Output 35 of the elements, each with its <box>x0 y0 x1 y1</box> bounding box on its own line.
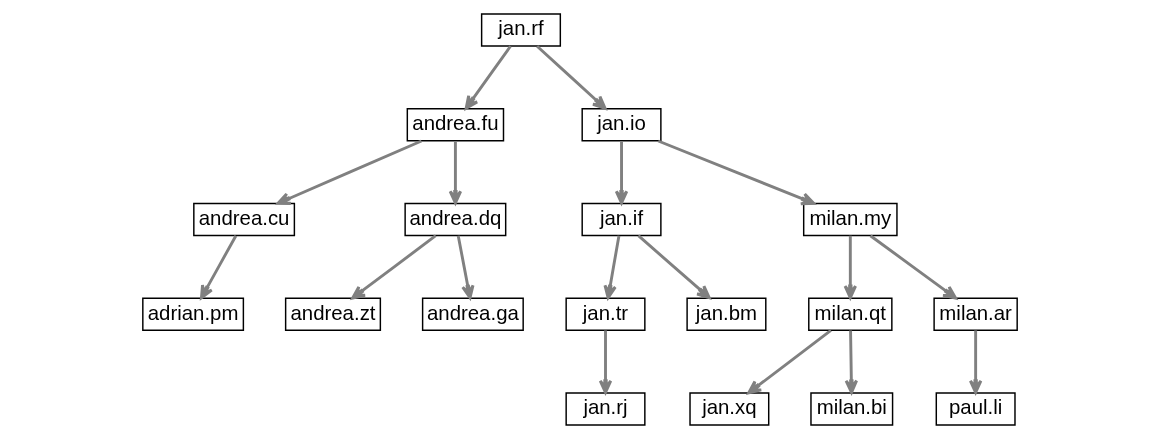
arrow <box>598 330 612 394</box>
arrow <box>968 330 982 394</box>
arrow <box>844 330 858 394</box>
node-box: jan.rf <box>480 13 561 47</box>
arrow <box>464 45 512 110</box>
node-box: andrea.ga <box>421 297 524 331</box>
node-box: jan.if <box>580 202 662 237</box>
arrow <box>448 141 462 205</box>
arrow <box>276 139 422 205</box>
node-box: milan.qt <box>807 297 893 331</box>
node-box: milan.bi <box>809 392 893 426</box>
node-box: andrea.zt <box>284 297 381 331</box>
arrow <box>535 45 607 110</box>
arrow <box>657 139 815 206</box>
arrow <box>350 234 437 300</box>
node-box: jan.io <box>580 108 662 142</box>
node-box: jan.tr <box>564 297 646 331</box>
node-box: jan.rj <box>564 392 646 426</box>
arrow <box>843 235 857 300</box>
arrow <box>614 141 628 205</box>
arrow <box>869 234 957 300</box>
node-box: andrea.dq <box>403 202 506 237</box>
node-box: jan.bm <box>685 297 767 331</box>
node-box: jan.xq <box>688 392 769 426</box>
arrow <box>746 329 832 395</box>
arrow <box>636 234 711 300</box>
node-box: adrian.pm <box>141 297 244 331</box>
arrow <box>199 235 237 300</box>
node-box: andrea.fu <box>406 108 504 142</box>
node-box: milan.ar <box>932 297 1018 331</box>
node-box: paul.li <box>935 392 1016 426</box>
arrow <box>456 235 474 300</box>
node-box: milan.my <box>802 202 898 237</box>
arrow <box>603 235 620 300</box>
node-box: andrea.cu <box>192 202 295 237</box>
